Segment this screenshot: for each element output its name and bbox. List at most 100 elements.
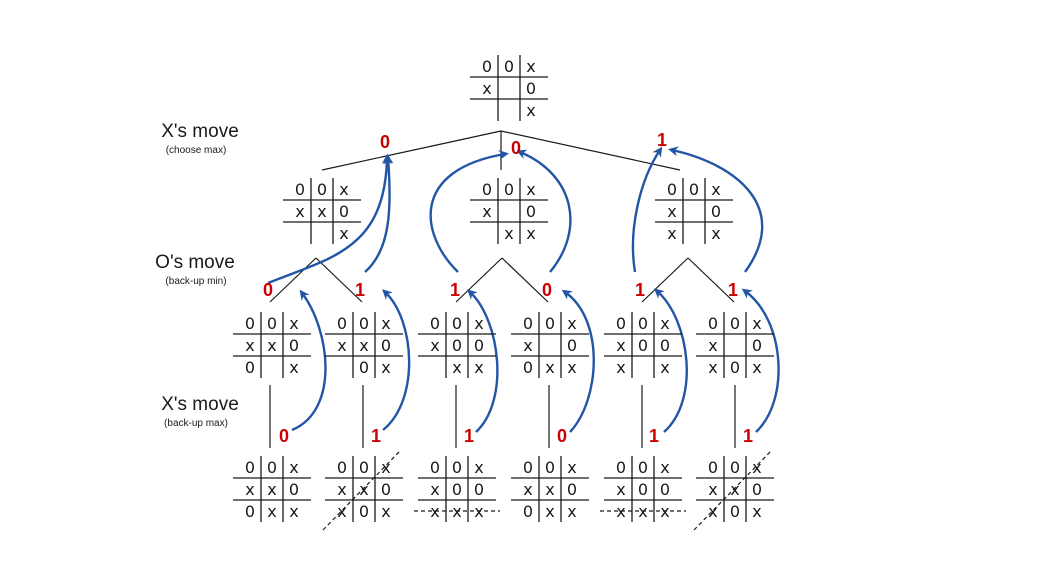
board-cell: 0 [359,458,369,477]
board-cell: x [567,358,576,377]
backup-value: 0 [263,280,273,300]
backup-value: 0 [511,138,521,158]
backup-arrow [561,289,595,433]
backup-value: 1 [450,280,460,300]
tree-edge [500,130,681,171]
board-cell: 0 [339,202,349,221]
board-cell: x [482,202,491,221]
board-cell: x [430,480,439,499]
board-cell: 0 [337,314,347,333]
board-cell: 0 [452,458,462,477]
tree-edge [321,130,502,171]
board-cell: x [339,224,348,243]
board-cell: 0 [567,336,577,355]
level-label-title: X's move [161,121,239,142]
board-cell: 0 [482,57,492,76]
backup-value: 0 [380,132,390,152]
board-cell: 0 [482,180,492,199]
board-cell: x [337,502,346,521]
board-cell: 0 [381,480,391,499]
board-cell: 0 [567,480,577,499]
board-cell: x [567,458,576,477]
tree-edge [687,257,735,303]
board-cell: 0 [430,314,440,333]
board-cell: x [752,358,761,377]
board-cell: x [474,458,483,477]
board-cell: x [667,202,676,221]
board-cell: 0 [504,180,514,199]
board-cell: 0 [289,480,299,499]
board-cell: x [381,358,390,377]
board-cell: 0 [359,502,369,521]
winning-line [322,449,402,531]
level-label-subtitle: (back-up max) [164,418,228,429]
backup-arrow [382,289,411,431]
board-cell: 0 [267,458,277,477]
board-cell: 0 [730,358,740,377]
board-cell: x [711,180,720,199]
backup-arrow [668,146,764,273]
level-label-title: O's move [155,252,235,273]
board-cell: x [708,502,717,521]
board-cell: 0 [638,336,648,355]
board-cell: 0 [359,314,369,333]
board-cell: x [660,458,669,477]
board-cell: 0 [660,336,670,355]
board-cell: x [289,314,298,333]
board-cell: x [504,224,513,243]
board-cell: 0 [504,57,514,76]
board-cell: 0 [317,180,327,199]
board-cell: x [317,202,326,221]
board-cell: x [339,180,348,199]
board-cell: x [667,224,676,243]
board-cell: x [752,458,761,477]
board-cell: x [526,57,535,76]
board-cell: 0 [545,314,555,333]
board-cell: x [567,314,576,333]
backup-value: 1 [743,426,753,446]
level-label-title: X's move [161,394,239,415]
board-cell: 0 [667,180,677,199]
board-cell: x [545,502,554,521]
backup-arrow [516,149,572,273]
winning-line [693,449,773,531]
level-label-subtitle: (choose max) [166,145,227,156]
backup-arrow [267,154,392,285]
board-cell: 0 [381,336,391,355]
board-cell: x [752,502,761,521]
board-cell: x [545,480,554,499]
board-cell: x [711,224,720,243]
board-cell: 0 [526,202,536,221]
backup-value: 1 [464,426,474,446]
board-cell: 0 [752,336,762,355]
backup-value: 1 [635,280,645,300]
board-cell: 0 [452,480,462,499]
board-cell: 0 [708,458,718,477]
board-cell: x [523,480,532,499]
board-cell: 0 [523,502,533,521]
board-cell: x [452,358,461,377]
board-cell: x [616,358,625,377]
backup-value: 1 [657,130,667,150]
board-cell: x [708,480,717,499]
backup-value: 1 [649,426,659,446]
backup-value: 1 [728,280,738,300]
board-cell: 0 [289,336,299,355]
board-cell: 0 [474,336,484,355]
board-cell: 0 [245,502,255,521]
board-cell: x [359,336,368,355]
board-cell: 0 [526,79,536,98]
